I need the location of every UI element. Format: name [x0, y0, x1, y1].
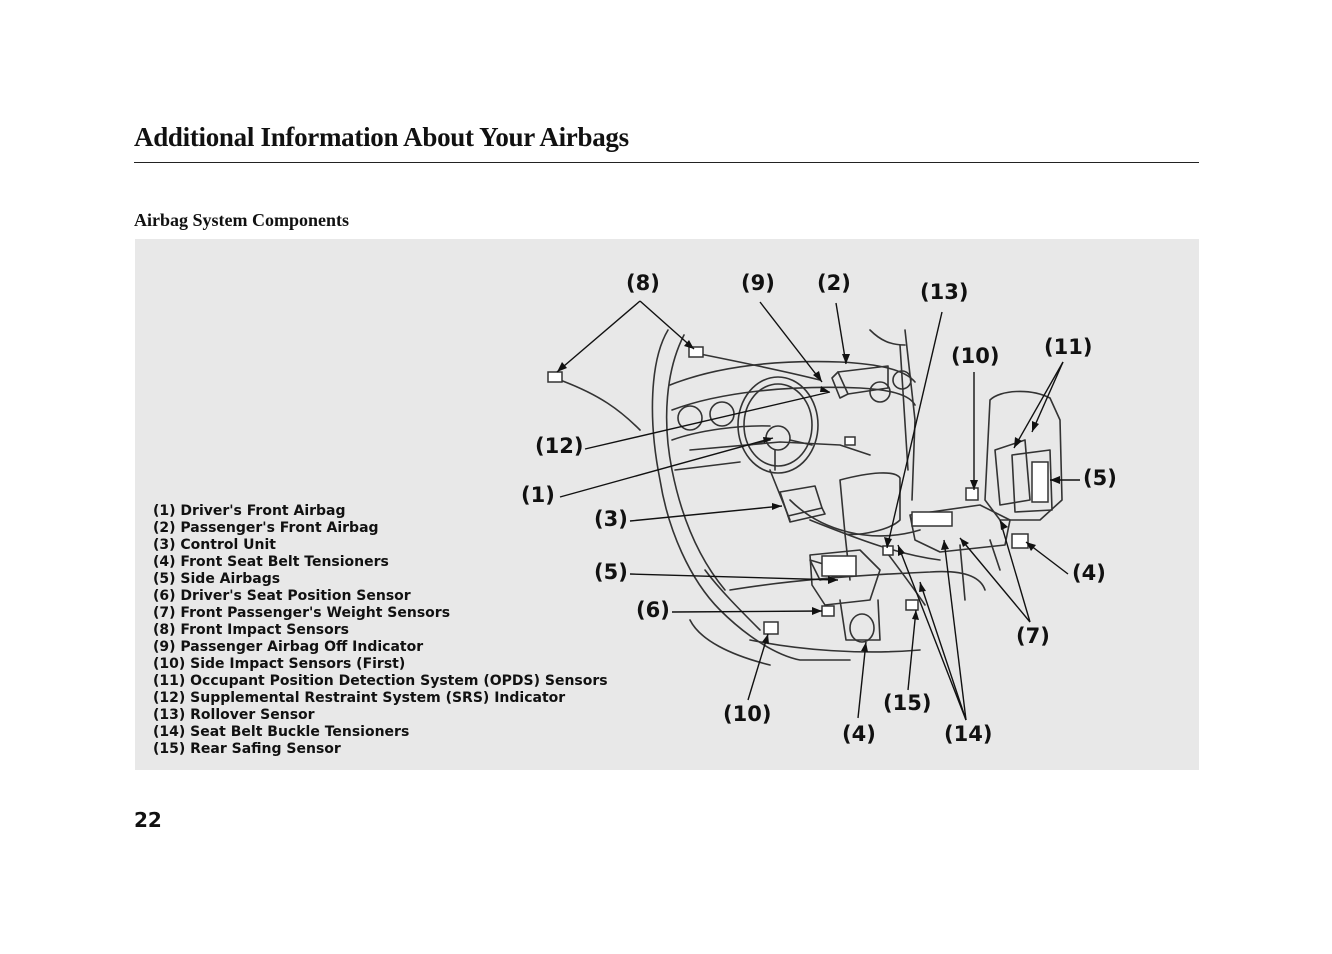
callout-13: (13) [920, 280, 969, 304]
legend-item: (13) Rollover Sensor [153, 707, 315, 723]
callout-7: (7) [1016, 624, 1050, 648]
callout-9: (9) [741, 271, 775, 295]
page-number: 22 [134, 808, 162, 832]
legend-item: (3) Control Unit [153, 537, 276, 553]
legend-item: (14) Seat Belt Buckle Tensioners [153, 724, 410, 740]
callout-8: (8) [626, 271, 660, 295]
legend-item: (2) Passenger's Front Airbag [153, 520, 379, 536]
legend-item: (4) Front Seat Belt Tensioners [153, 554, 389, 570]
callout-10-top: (10) [951, 344, 1000, 368]
legend-item: (11) Occupant Position Detection System … [153, 673, 608, 689]
legend-item: (8) Front Impact Sensors [153, 622, 349, 638]
callout-15: (15) [883, 691, 932, 715]
leader-lines [556, 300, 1080, 721]
legend-item: (7) Front Passenger's Weight Sensors [153, 605, 451, 621]
legend-item: (6) Driver's Seat Position Sensor [153, 588, 411, 604]
callout-10-bottom: (10) [723, 702, 772, 726]
legend-item: (12) Supplemental Restraint System (SRS)… [153, 690, 566, 706]
callout-11: (11) [1044, 335, 1093, 359]
callout-2: (2) [817, 271, 851, 295]
legend-item: (10) Side Impact Sensors (First) [153, 656, 406, 672]
callout-3: (3) [594, 507, 628, 531]
callout-1: (1) [521, 483, 555, 507]
section-heading: Airbag System Components [134, 210, 350, 230]
diagram-panel [135, 239, 1199, 770]
leader-arrowheads [557, 340, 1060, 652]
callout-4-right: (4) [1072, 561, 1106, 585]
legend-item: (9) Passenger Airbag Off Indicator [153, 639, 424, 655]
page-title: Additional Information About Your Airbag… [134, 122, 629, 152]
title-divider [134, 162, 1199, 163]
callout-14: (14) [944, 722, 993, 746]
callout-4-bottom: (4) [842, 722, 876, 746]
legend-item: (1) Driver's Front Airbag [153, 503, 346, 519]
callout-12: (12) [535, 434, 584, 458]
callout-6: (6) [636, 598, 670, 622]
legend-item: (5) Side Airbags [153, 571, 281, 587]
component-markers [547, 346, 1049, 635]
callout-5-left: (5) [594, 560, 628, 584]
component-legend: (1) Driver's Front Airbag (2) Passenger'… [153, 503, 608, 758]
legend-item: (15) Rear Safing Sensor [153, 741, 341, 757]
callout-5-right: (5) [1083, 466, 1117, 490]
